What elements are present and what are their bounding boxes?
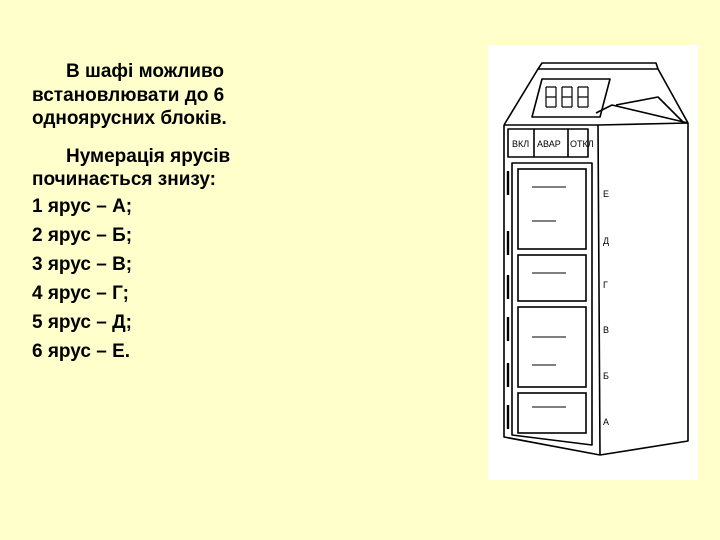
numbering-line-2: починається знизу: [32, 169, 216, 190]
intro-line-1: В шафі можливо [66, 61, 225, 82]
tier-list: 1 ярус – А; 2 ярус – Б; 3 ярус – В; 4 яр… [32, 192, 472, 366]
intro-line-3: одноярусних блоків. [32, 108, 227, 129]
tier-item-3: 3 ярус – В; [32, 253, 133, 275]
tier-letter-b: Б [603, 371, 609, 381]
description-text: В шафі можливо встановлювати до 6 однояр… [32, 60, 472, 366]
tier-item-1: 1 ярус – А; [32, 195, 133, 217]
tier-block-upper [517, 168, 587, 250]
tier-blocks [517, 168, 587, 434]
door-frame [511, 162, 593, 446]
display-digits [545, 86, 589, 108]
tier-block-middle [517, 254, 587, 302]
intro-line-2: встановлювати до 6 [32, 84, 225, 106]
tier-letter-e: Е [603, 189, 609, 199]
tier-letter-d: Д [603, 236, 609, 246]
tier-block-bottom [517, 392, 587, 434]
tier-item-4: 4 ярус – Г; [32, 282, 129, 304]
display-panel [531, 78, 611, 118]
tier-item-6: 6 ярус – Е. [32, 340, 131, 362]
panel-label-alarm: АВАР [537, 139, 561, 149]
cabinet-front [503, 125, 601, 456]
tier-item-2: 2 ярус – Б; [32, 224, 133, 246]
cabinet-drawing: ВКЛ АВАР ОТКЛ Е Д Г В Б А [503, 62, 689, 456]
cabinet-roof [503, 68, 689, 126]
tier-letter-g: Г [603, 280, 608, 290]
cabinet-side [597, 122, 689, 456]
tier-letter-v: В [603, 325, 609, 335]
numbering-line-1: Нумерація ярусів [66, 145, 231, 167]
tier-letter-a: А [603, 417, 609, 427]
panel-label-on: ВКЛ [512, 139, 529, 149]
control-panel [507, 128, 589, 158]
tier-item-5: 5 ярус – Д; [32, 311, 132, 333]
tier-block-lower [517, 306, 587, 388]
panel-label-off: ОТКЛ [570, 139, 594, 149]
cabinet-figure: ВКЛ АВАР ОТКЛ Е Д Г В Б А [488, 45, 698, 480]
